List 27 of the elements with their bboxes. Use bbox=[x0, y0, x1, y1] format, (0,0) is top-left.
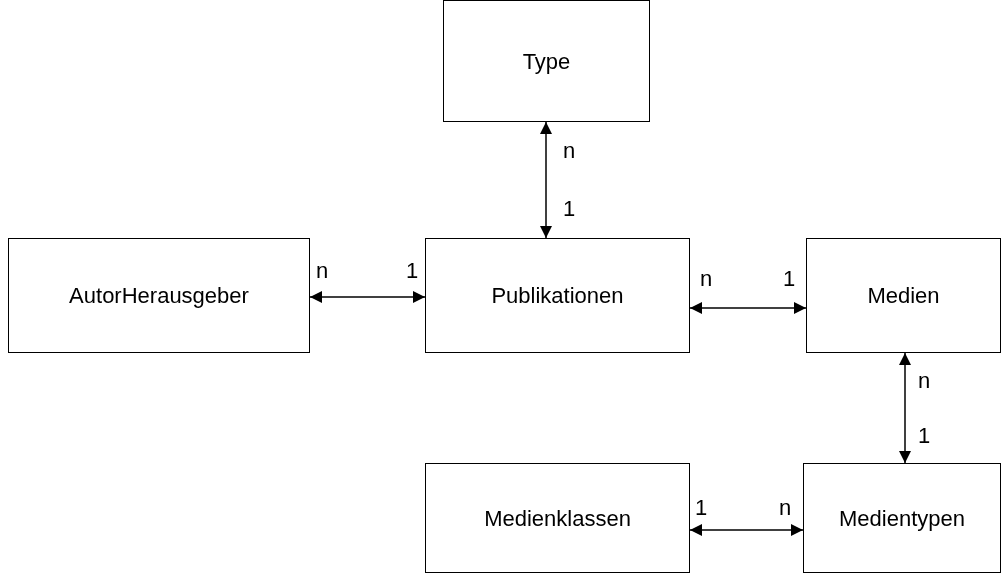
double-arrow bbox=[309, 291, 426, 303]
entity-box bbox=[425, 238, 690, 353]
cardinality-label: 1 bbox=[695, 497, 708, 519]
entity-name: AutorHerausgeber bbox=[69, 282, 249, 310]
entity-name: Medien bbox=[867, 282, 940, 310]
double-arrow bbox=[540, 121, 552, 239]
entity-name: Publikationen bbox=[491, 282, 624, 310]
entity-box bbox=[8, 238, 310, 353]
entity-name: Medientypen bbox=[839, 504, 965, 533]
double-arrow bbox=[689, 302, 807, 314]
entity-name: Medienklassen bbox=[484, 504, 631, 533]
double-arrow bbox=[689, 524, 804, 536]
cardinality-label: 1 bbox=[406, 260, 419, 282]
cardinality-label: n bbox=[918, 370, 931, 392]
entity-box bbox=[806, 238, 1001, 353]
entity-box bbox=[803, 463, 1001, 573]
entity-name: Type bbox=[522, 47, 571, 76]
cardinality-label: 1 bbox=[918, 425, 931, 447]
cardinality-label: n bbox=[700, 268, 713, 290]
cardinality-label: n bbox=[316, 260, 329, 282]
cardinality-label: 1 bbox=[783, 268, 796, 290]
entity-box bbox=[425, 463, 690, 573]
double-arrow bbox=[899, 352, 911, 464]
cardinality-label: n bbox=[779, 497, 792, 519]
cardinality-label: n bbox=[563, 140, 576, 162]
entity-box bbox=[443, 0, 650, 122]
cardinality-label: 1 bbox=[563, 198, 576, 220]
